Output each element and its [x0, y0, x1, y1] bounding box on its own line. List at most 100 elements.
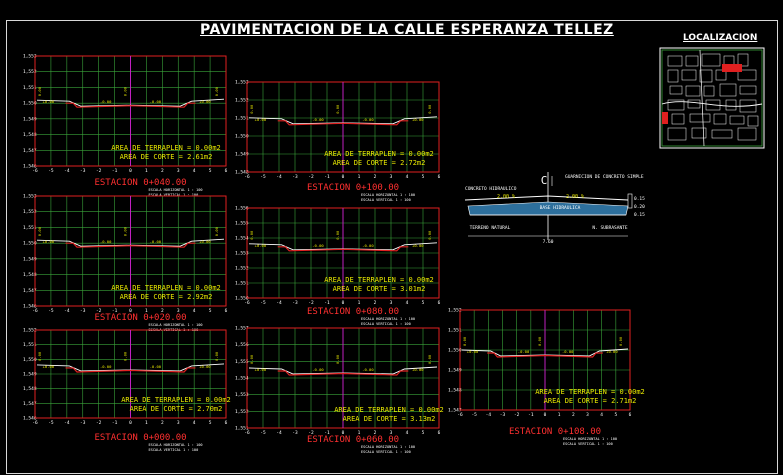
- x-tick-label: 5: [209, 308, 212, 314]
- x-tick-label: 2: [374, 430, 377, 436]
- map-block: [687, 99, 701, 109]
- scale-horizontal-label: ESCALA HORIZONTAL 1 : 100: [361, 445, 415, 449]
- y-tick-label: 1,547: [23, 288, 37, 294]
- map-block: [737, 127, 757, 141]
- station-label: ESTACION 0+040.00: [94, 178, 186, 188]
- level-label: +0.00: [412, 243, 424, 248]
- offset-label: 0.00: [214, 351, 219, 361]
- y-tick-label: 1,547: [448, 408, 462, 414]
- x-tick-label: 5: [422, 430, 425, 436]
- scale-vertical-label: ESCALA VERTICAL 1 : 100: [361, 322, 411, 326]
- y-tick-label: 1,556: [235, 206, 249, 212]
- station-label: ESTACION 0+060.00: [307, 435, 399, 445]
- map-block: [699, 69, 713, 83]
- x-tick-label: 0: [342, 430, 345, 436]
- scale-horizontal-label: ESCALA HORIZONTAL 1 : 100: [149, 188, 203, 192]
- level-label: -0.00: [362, 117, 374, 122]
- offset-label: 0.00: [427, 104, 432, 114]
- map-block: [671, 113, 685, 125]
- x-tick-label: 6: [225, 420, 228, 426]
- y-tick-label: 1,557: [235, 326, 249, 332]
- level-label: +0.00: [199, 239, 211, 244]
- x-tick-label: -3: [292, 174, 298, 180]
- y-tick-label: 1,550: [23, 241, 37, 247]
- level-label: +0.00: [255, 367, 267, 372]
- x-tick-label: 2: [374, 300, 377, 306]
- y-tick-label: 1,546: [23, 416, 37, 422]
- level-label: -0.00: [100, 99, 112, 104]
- concrete-label: CONCRETO HIDRAULICO: [465, 186, 517, 192]
- y-tick-label: 1,551: [235, 426, 249, 432]
- x-tick-label: 1: [145, 168, 148, 174]
- x-tick-label: 4: [406, 174, 409, 180]
- x-tick-label: 5: [209, 420, 212, 426]
- x-tick-label: 4: [193, 308, 196, 314]
- x-tick-label: 3: [586, 412, 589, 418]
- y-tick-label: 1,550: [448, 348, 462, 354]
- scale-vertical-label: ESCALA VERTICAL 1 : 100: [361, 450, 411, 454]
- y-tick-label: 1,548: [23, 132, 37, 138]
- y-tick-label: 1,551: [23, 225, 37, 231]
- y-tick-label: 1,549: [23, 256, 37, 262]
- map-block: [703, 85, 715, 97]
- map-block: [667, 99, 685, 111]
- cut-area-label: AREA DE CORTE = 2.70m2: [130, 405, 223, 413]
- x-tick-label: -5: [260, 430, 266, 436]
- x-tick-label: 1: [145, 420, 148, 426]
- map-block: [719, 83, 737, 97]
- x-tick-label: -4: [64, 168, 70, 174]
- y-tick-label: 1,554: [235, 376, 249, 382]
- level-label: -0.00: [362, 367, 374, 372]
- curb-label: GUARNICION DE CONCRETO SIMPLE: [565, 174, 644, 180]
- road-surface: [464, 195, 629, 201]
- map-block: [667, 69, 679, 83]
- y-tick-label: 1,553: [235, 251, 249, 257]
- x-tick-label: -2: [308, 430, 314, 436]
- y-tick-label: 1,550: [23, 357, 37, 363]
- y-tick-label: 1,550: [235, 134, 249, 140]
- x-tick-label: 1: [558, 412, 561, 418]
- station-label: ESTACION 0+108.00: [509, 427, 601, 437]
- drawing-title: PAVIMENTACION DE LA CALLE ESPERANZA TELL…: [200, 22, 614, 38]
- fill-area-label: AREA DE TERRAPLEN = 0.00m2: [111, 284, 221, 292]
- x-tick-label: 6: [225, 308, 228, 314]
- y-tick-label: 1,552: [23, 328, 37, 334]
- x-tick-label: -3: [80, 168, 86, 174]
- x-tick-label: -1: [112, 420, 118, 426]
- y-tick-label: 1,554: [235, 236, 249, 242]
- y-tick-label: 1,551: [448, 328, 462, 334]
- drawing-frame: [6, 20, 778, 474]
- x-tick-label: 5: [209, 168, 212, 174]
- level-label: -0.00: [100, 239, 112, 244]
- map-street: [699, 49, 705, 147]
- x-tick-label: -2: [514, 412, 520, 418]
- y-tick-label: 1,553: [23, 54, 37, 60]
- map-block: [737, 69, 757, 81]
- base-layer: [467, 201, 629, 216]
- offset-label: 0.00: [249, 354, 254, 364]
- y-tick-label: 1,549: [23, 372, 37, 378]
- x-tick-label: 4: [406, 430, 409, 436]
- subgrade-label: N. SUBRASANTE: [592, 225, 628, 231]
- level-label: -0.00: [150, 99, 162, 104]
- x-tick-label: -4: [276, 430, 282, 436]
- level-label: -0.00: [150, 239, 162, 244]
- offset-label: 0.00: [123, 351, 128, 361]
- level-label: -0.00: [518, 349, 530, 354]
- map-block: [691, 127, 707, 139]
- x-tick-label: 0: [342, 300, 345, 306]
- y-tick-label: 1,551: [235, 281, 249, 287]
- map-block: [669, 85, 683, 95]
- pavement-line: [65, 367, 196, 373]
- cut-area-label: AREA DE CORTE = 2.71m2: [544, 397, 637, 405]
- x-tick-label: 0: [129, 168, 132, 174]
- x-tick-label: 6: [629, 412, 632, 418]
- y-tick-label: 1,555: [235, 221, 249, 227]
- x-tick-label: -2: [308, 300, 314, 306]
- level-label: -0.00: [312, 117, 324, 122]
- y-tick-label: 1,550: [235, 296, 249, 302]
- offset-label: 0.00: [123, 226, 128, 236]
